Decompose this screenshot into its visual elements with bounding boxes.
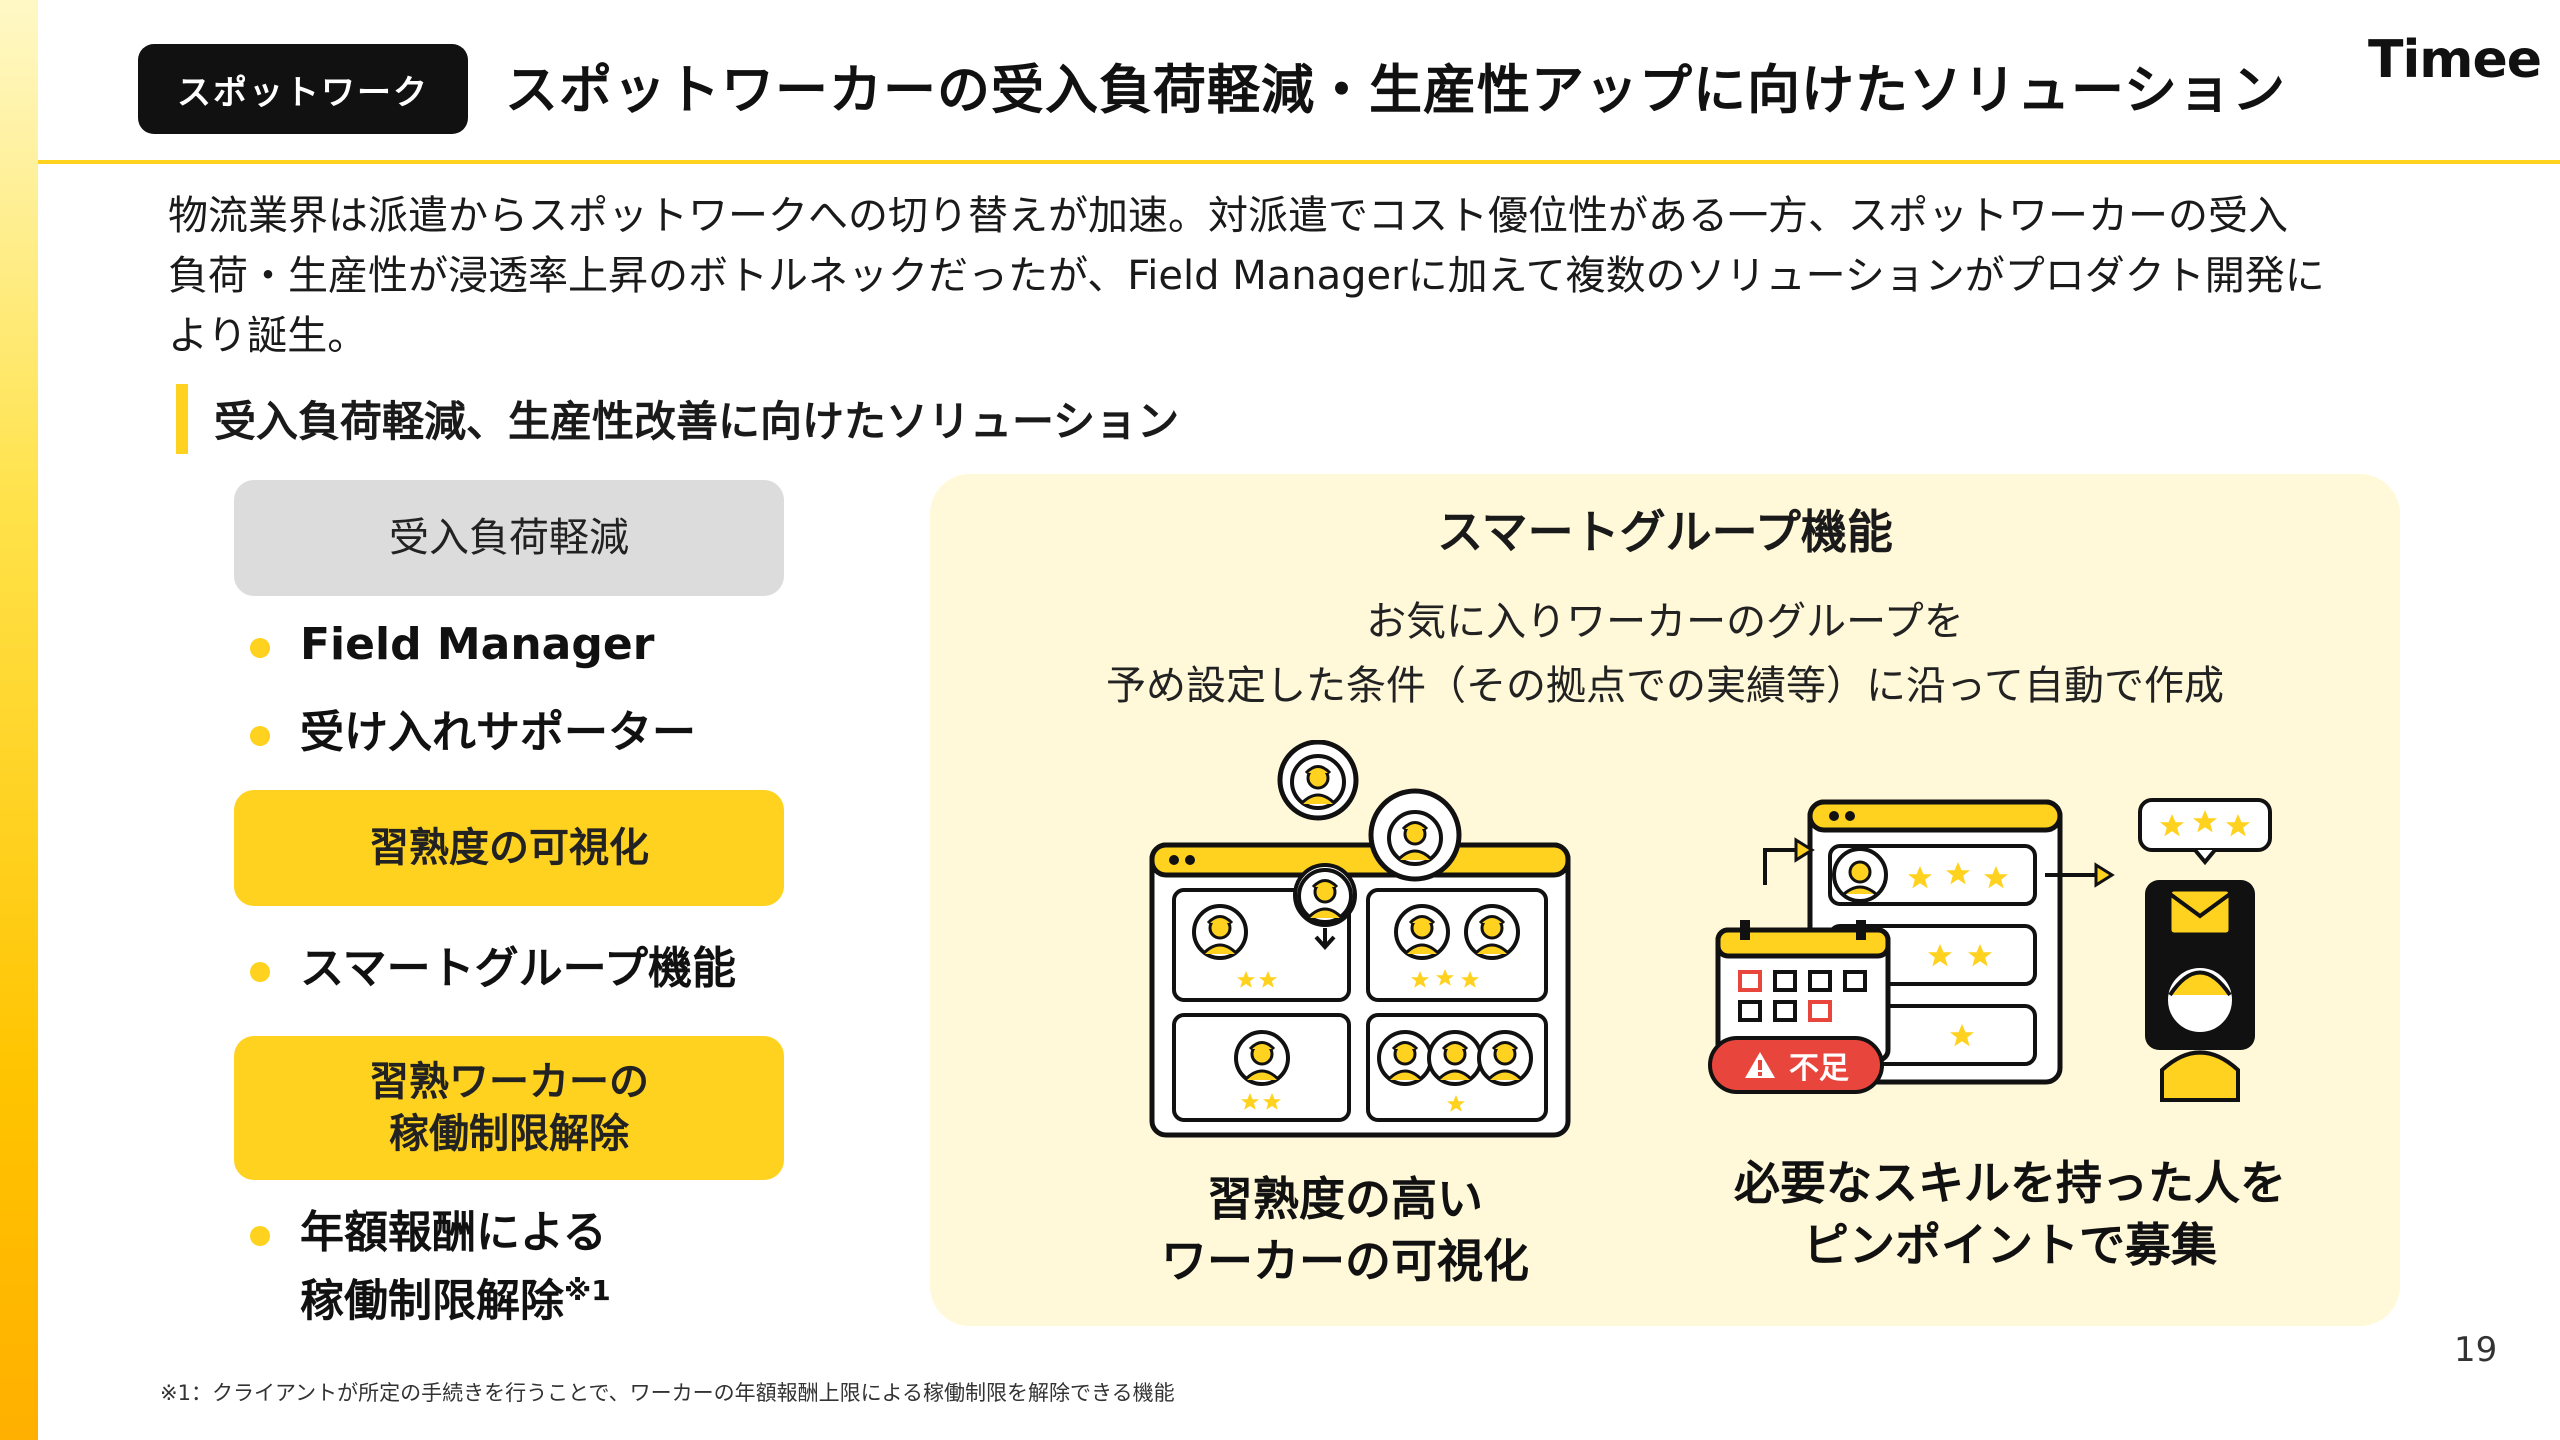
panel-description: お気に入りワーカーのグループを 予め設定した条件（その拠点での実績等）に沿って自…: [930, 590, 2400, 718]
page-title: スポットワーカーの受入負荷軽減・生産性アップに向けたソリューション: [505, 60, 2286, 121]
brand-logo: Timee: [2368, 30, 2542, 90]
panel-title: スマートグループ機能: [1437, 505, 1893, 559]
section-title: 受入負荷軽減、生産性改善に向けたソリューション: [214, 397, 1180, 446]
category-load-reduction-label: 受入負荷軽減: [389, 515, 629, 561]
caption-left-line2: ワーカーの可視化: [1161, 1234, 1529, 1288]
section-accent-bar: [176, 384, 188, 454]
bullet-field-manager: Field Manager: [250, 616, 654, 674]
bullet-smart-group-label: スマートグループ機能: [300, 943, 737, 994]
category-skill-visualization: 習熟度の可視化: [234, 790, 784, 906]
bullet-dot: [250, 962, 270, 982]
bullet-dot: [250, 726, 270, 746]
caption-right-line2: ピンポイントで募集: [1803, 1218, 2217, 1272]
skill-recruit-illustration: [1715, 798, 2272, 1102]
bullet-annual-pay-line1: 年額報酬による: [300, 1207, 607, 1258]
bullet-dot: [250, 1226, 270, 1246]
worker-group-illustration: [1149, 740, 1571, 1138]
panel-desc-line2: 予め設定した条件（その拠点での実績等）に沿って自動で作成: [1106, 663, 2224, 709]
footnote: ※1：クライアントが所定の手続きを行うことで、ワーカーの年額報酬上限による稼働制…: [160, 1381, 1175, 1405]
page-number: 19: [2454, 1330, 2498, 1370]
category-skill-visualization-label: 習熟度の可視化: [369, 825, 649, 871]
left-accent-band: [0, 0, 38, 1440]
category-limit-release-line2: 稼働制限解除: [389, 1111, 629, 1157]
panel-desc-line1: お気に入りワーカーのグループを: [1366, 599, 1964, 645]
category-badge: スポットワーク: [138, 44, 468, 134]
caption-right-line1: 必要なスキルを持った人を: [1734, 1156, 2286, 1210]
bullet-supporter-label: 受け入れサポーター: [300, 707, 696, 758]
intro-line-2: 負荷・生産性が浸透率上昇のボトルネックだったが、Field Managerに加え…: [168, 253, 2325, 299]
bullet-supporter: 受け入れサポーター: [250, 704, 696, 762]
bullet-annual-pay: 年額報酬による 稼働制限解除※1: [250, 1204, 611, 1331]
category-limit-release-line1: 習熟ワーカーの: [369, 1059, 649, 1105]
caption-pinpoint-recruit: 必要なスキルを持った人を ピンポイントで募集: [1700, 1152, 2320, 1276]
category-load-reduction: 受入負荷軽減: [234, 480, 784, 596]
footnote-marker: ※1: [564, 1274, 611, 1307]
shortage-alert: 不足: [1708, 1036, 1884, 1094]
bullet-smart-group: スマートグループ機能: [250, 940, 736, 998]
header-divider: [38, 160, 2560, 164]
intro-paragraph: 物流業界は派遣からスポットワークへの切り替えが加速。対派遣でコスト優位性がある一…: [168, 186, 2468, 366]
bullet-field-manager-label: Field Manager: [300, 619, 655, 670]
shortage-alert-label: 不足: [1789, 1051, 1849, 1086]
bullet-dot: [250, 638, 270, 658]
bullet-annual-pay-text: 年額報酬による 稼働制限解除※1: [300, 1204, 611, 1331]
bullet-annual-pay-line2-wrap: 稼働制限解除※1: [300, 1262, 611, 1331]
caption-left-line1: 習熟度の高い: [1207, 1172, 1483, 1226]
intro-line-1: 物流業界は派遣からスポットワークへの切り替えが加速。対派遣でコスト優位性がある一…: [168, 193, 2288, 239]
warning-icon: [1745, 1052, 1775, 1078]
bullet-annual-pay-line2: 稼働制限解除: [300, 1275, 564, 1327]
category-limit-release: 習熟ワーカーの 稼働制限解除: [234, 1036, 784, 1180]
intro-line-3: より誕生。: [168, 313, 368, 359]
caption-skill-visualization: 習熟度の高い ワーカーの可視化: [1080, 1168, 1610, 1292]
